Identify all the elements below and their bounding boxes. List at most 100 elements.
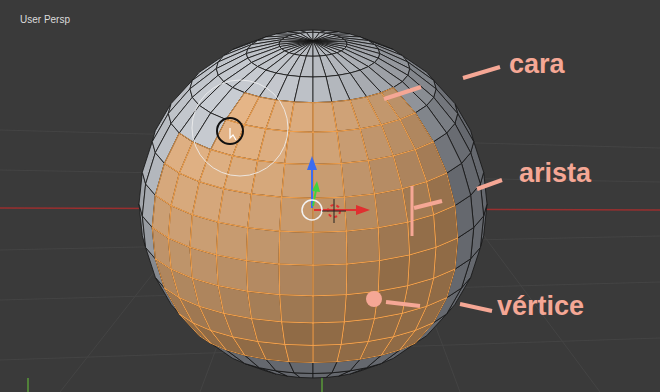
cursor-ring bbox=[217, 118, 243, 144]
selected-edges bbox=[313, 231, 347, 265]
selected-edges bbox=[313, 344, 341, 362]
selected-edges bbox=[224, 313, 258, 341]
leader-line bbox=[463, 67, 500, 78]
selected-edges bbox=[313, 264, 347, 296]
x-arrow-head bbox=[356, 205, 370, 215]
mesh-face bbox=[313, 264, 347, 296]
part-label: cara bbox=[509, 51, 565, 78]
mesh-face bbox=[248, 194, 282, 231]
mesh-face bbox=[313, 41, 332, 55]
leader-line bbox=[460, 304, 492, 311]
selected-edges bbox=[346, 228, 379, 264]
mesh-face bbox=[341, 161, 374, 198]
selected-edges bbox=[218, 189, 251, 228]
mesh-face bbox=[216, 222, 247, 260]
selected-edges bbox=[279, 264, 313, 296]
mesh-face bbox=[246, 261, 279, 295]
mesh-face bbox=[313, 102, 337, 132]
selected-edges bbox=[171, 173, 199, 215]
3d-cursor-cross bbox=[334, 199, 335, 223]
floor-grid bbox=[0, 130, 660, 392]
brush-cursor bbox=[192, 80, 288, 176]
axis-indicator bbox=[27, 378, 29, 392]
selected-edges bbox=[248, 291, 282, 322]
mesh-face bbox=[285, 344, 313, 362]
part-label: arista bbox=[519, 160, 591, 187]
selected-edges bbox=[375, 189, 408, 228]
selected-edges bbox=[289, 102, 313, 132]
annotations bbox=[366, 67, 502, 311]
z-arrow bbox=[311, 168, 313, 208]
selected-edges bbox=[341, 319, 374, 345]
selected-edges bbox=[341, 161, 374, 198]
selected-edges bbox=[408, 247, 436, 285]
selected-edges bbox=[179, 298, 210, 331]
transform-gizmo bbox=[302, 156, 370, 223]
selected-edges bbox=[251, 161, 284, 198]
mesh-face bbox=[375, 189, 408, 228]
selected-edges bbox=[190, 247, 218, 285]
mesh-face bbox=[313, 295, 346, 323]
selected-edges bbox=[415, 298, 446, 331]
selected-edges bbox=[313, 164, 344, 199]
mesh-face bbox=[313, 344, 341, 362]
corner-axes bbox=[28, 378, 29, 392]
selected-edges bbox=[393, 150, 426, 189]
mesh-face bbox=[313, 56, 326, 77]
selected-edges bbox=[313, 102, 337, 132]
leader-line bbox=[414, 201, 442, 208]
selected-edges bbox=[337, 129, 368, 164]
selected-edges bbox=[251, 319, 284, 345]
selected-edges bbox=[381, 331, 415, 356]
mesh-face bbox=[378, 222, 409, 260]
selected-edges bbox=[378, 222, 409, 260]
mesh-face bbox=[306, 41, 313, 56]
mesh-face bbox=[294, 77, 313, 103]
mesh-face bbox=[346, 261, 379, 295]
highlighted-edge bbox=[411, 186, 414, 236]
selected-edges bbox=[226, 93, 259, 125]
y-arrow bbox=[313, 190, 316, 206]
selected-edges bbox=[233, 125, 266, 161]
selected-edges bbox=[152, 195, 171, 238]
leader-line bbox=[477, 180, 502, 189]
grid-line bbox=[60, 150, 250, 392]
selected-edges bbox=[155, 163, 179, 205]
mesh-face bbox=[294, 41, 313, 55]
mesh-face bbox=[251, 161, 284, 198]
mesh-face bbox=[313, 77, 332, 103]
brush-circle bbox=[192, 80, 288, 176]
selected-edges bbox=[344, 194, 378, 231]
mesh-face bbox=[289, 362, 313, 374]
mesh-face bbox=[300, 41, 313, 56]
part-label: vértice bbox=[497, 293, 584, 320]
mesh-face bbox=[248, 291, 282, 322]
mesh-face bbox=[313, 131, 341, 164]
selected-edges bbox=[285, 344, 313, 362]
mesh-face bbox=[313, 362, 337, 374]
leader-line bbox=[386, 302, 420, 306]
y-arrow-head bbox=[312, 181, 320, 192]
mesh-face bbox=[280, 295, 313, 323]
mesh-face bbox=[341, 319, 374, 345]
selected-edges bbox=[313, 322, 344, 346]
selected-edges bbox=[434, 238, 458, 278]
leader-line bbox=[384, 87, 421, 99]
selected-edges bbox=[313, 295, 346, 323]
mesh-face bbox=[289, 102, 313, 132]
mesh-face bbox=[337, 129, 368, 164]
selected-edges bbox=[360, 125, 393, 161]
selected-edges bbox=[168, 206, 192, 248]
mesh-face bbox=[218, 189, 251, 228]
mouse-pointer bbox=[230, 128, 236, 140]
selected-edges bbox=[368, 313, 402, 341]
selected-edges bbox=[248, 194, 282, 231]
selected-edges bbox=[282, 322, 313, 346]
selected-edges bbox=[155, 259, 179, 298]
mesh-face bbox=[279, 231, 313, 265]
mesh-face bbox=[344, 194, 378, 231]
x-arrow bbox=[314, 209, 358, 211]
selected-edges bbox=[402, 278, 433, 313]
selected-edges bbox=[313, 131, 341, 164]
